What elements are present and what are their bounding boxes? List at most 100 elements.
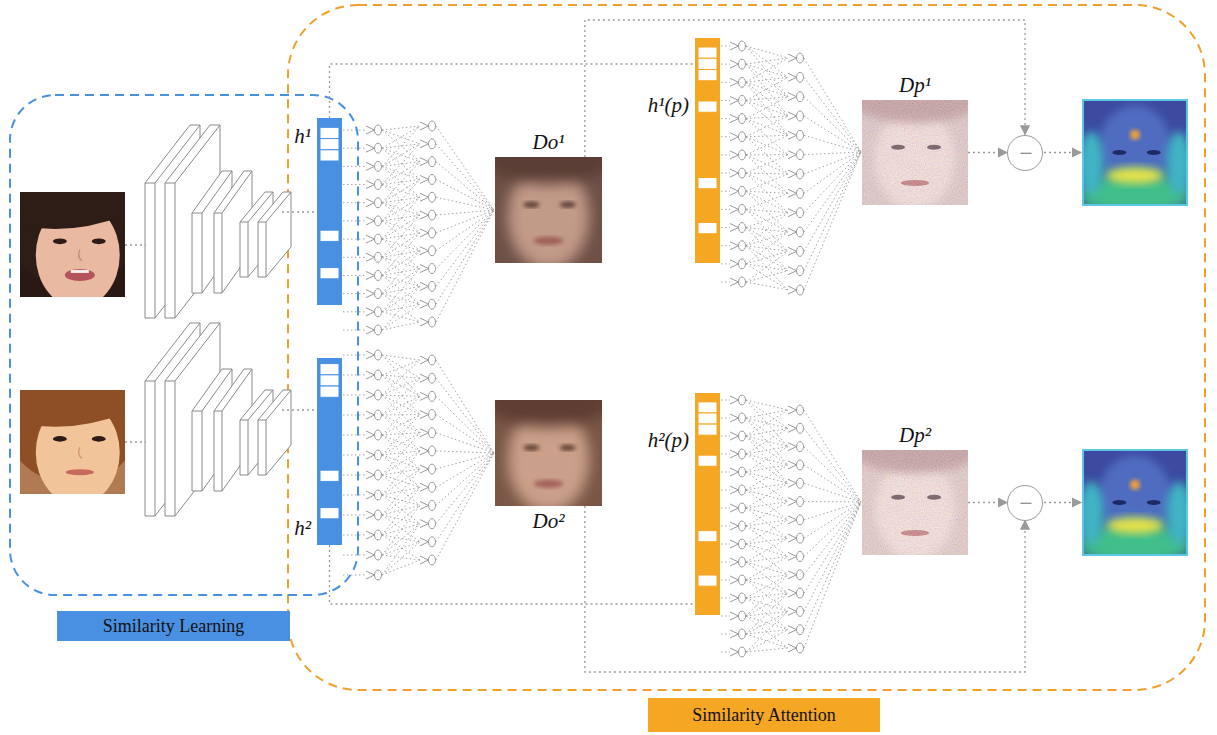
vector-bar (695, 38, 720, 263)
network-connection (746, 209, 788, 212)
vector-cell (320, 139, 339, 150)
neuron-input (366, 495, 375, 499)
neuron-input (730, 558, 739, 562)
neuron-body (739, 611, 746, 621)
network-connection (343, 148, 366, 149)
neuron-body (797, 460, 804, 470)
neuron-input (730, 78, 739, 82)
network-connection (746, 483, 788, 490)
neuron-input (420, 451, 429, 455)
neuron-symbol (788, 515, 804, 525)
neuron-input (730, 133, 739, 137)
neuron-input (730, 64, 739, 68)
network-connection (746, 556, 788, 580)
network-connection (382, 415, 420, 455)
neuron-input (420, 429, 429, 433)
neuron-input (366, 535, 375, 539)
neuron-symbol (788, 246, 804, 256)
neuron-input (730, 468, 739, 472)
decoder-network (343, 121, 494, 335)
vector-cell (698, 178, 717, 189)
neuron-symbol (788, 405, 804, 415)
network-connection (721, 154, 730, 155)
heatmap-border (1083, 450, 1187, 555)
network-connection (721, 472, 730, 473)
vector-cell (698, 455, 717, 466)
neuron-input (420, 392, 429, 396)
neuron-body (429, 228, 436, 238)
mouth (66, 469, 94, 475)
network-connection (382, 203, 420, 215)
neuron-input (788, 626, 797, 630)
neuron-input (366, 475, 375, 479)
network-connection (382, 294, 420, 305)
network-connection (382, 487, 420, 515)
image-ground (862, 450, 968, 555)
network-connection (382, 130, 420, 162)
network-connection (382, 126, 420, 148)
network-connection (343, 355, 366, 356)
neuron-input (366, 551, 375, 555)
neuron-input (366, 471, 375, 475)
neuron-body (739, 575, 746, 585)
neuron-input (788, 571, 797, 575)
network-connection (382, 524, 420, 575)
network-connection (382, 375, 420, 396)
network-connection (746, 46, 788, 58)
neuron-symbol (366, 234, 382, 244)
neuron-symbol (420, 373, 436, 383)
network-connection (436, 210, 494, 304)
network-connection (746, 436, 788, 465)
network-connection (721, 544, 730, 545)
network-connection (746, 119, 788, 155)
network-connection (746, 137, 788, 174)
neuron-input (788, 170, 797, 174)
heat-region (1083, 482, 1104, 545)
neuron-symbol (788, 53, 804, 63)
neuron-input (730, 652, 739, 656)
neuron-input (366, 375, 375, 379)
network-connection (746, 174, 788, 191)
hair-fringe (20, 192, 125, 229)
dotted-connector (968, 502, 1007, 503)
neuron-input (788, 644, 797, 648)
vector-cell (320, 230, 339, 241)
neuron-symbol (420, 228, 436, 238)
network-connection (746, 611, 788, 634)
neuron-symbol (420, 264, 436, 274)
network-connection (746, 97, 788, 119)
neuron-symbol (730, 413, 746, 423)
network-connection (382, 395, 420, 433)
neuron-symbol (366, 125, 382, 135)
neuron-symbol (420, 519, 436, 529)
vector-cell (320, 386, 339, 397)
neuron-input (420, 211, 429, 215)
network-connection (382, 233, 420, 276)
neuron-symbol (730, 168, 746, 178)
hair-blur (495, 157, 602, 184)
neuron-input (730, 228, 739, 232)
neuron-input (420, 162, 429, 166)
network-connection (721, 436, 730, 437)
neuron-input (420, 247, 429, 251)
neuron-input (420, 179, 429, 183)
module-name: Similarity Learning (103, 616, 244, 637)
neuron-body (375, 350, 382, 360)
heat-region (1099, 455, 1172, 539)
neuron-input (730, 418, 739, 422)
network-connection (382, 395, 420, 415)
neuron-input (420, 415, 429, 419)
eye (1147, 150, 1161, 155)
neuron-symbol (788, 285, 804, 295)
neuron-input (730, 60, 739, 64)
network-connection (382, 505, 420, 555)
neuron-input (730, 205, 739, 209)
neuron-input (366, 391, 375, 395)
network-connection (804, 410, 861, 502)
neuron-body (429, 537, 436, 547)
neuron-body (429, 500, 436, 510)
neuron-symbol (788, 150, 804, 160)
math-label: h¹ (294, 124, 311, 148)
network-connection (436, 210, 494, 286)
nose (79, 447, 82, 458)
